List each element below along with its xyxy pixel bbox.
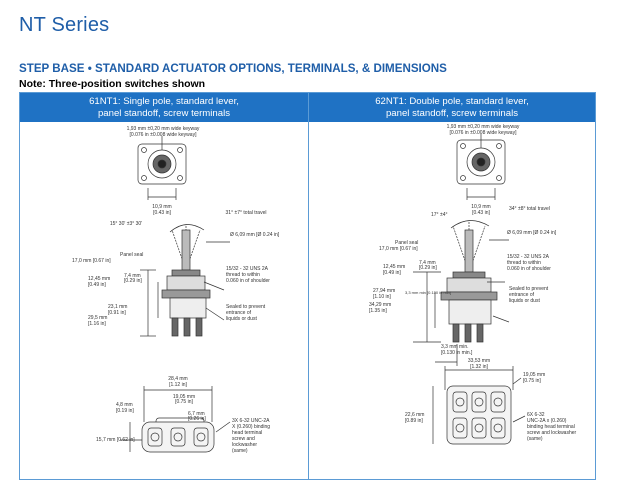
right-h2-in: [0.49 in] <box>383 270 401 276</box>
right-small-mm: 7,4 mm <box>419 260 436 266</box>
page-title: NT Series <box>19 14 110 36</box>
right-travel: 34° ±8° total travel <box>509 206 550 212</box>
column-header-61nt1: 61NT1: Single pole, standard lever, pane… <box>20 93 308 122</box>
right-screw-2: UNC-2A x (0.260) <box>527 418 567 424</box>
left-screw-5: lockwasher <box>232 442 257 448</box>
column-header-62nt1-line1: 62NT1: Double pole, standard lever, <box>375 96 529 107</box>
left-bottom-h-mm: 4,8 mm <box>116 402 133 408</box>
left-thread-2: thread to within <box>226 272 260 278</box>
right-bottom-w-mm: 33,53 mm <box>468 358 490 364</box>
column-header-61nt1-line2: panel standoff, screw terminals <box>97 108 231 119</box>
left-bottom-h-in: [0.19 in] <box>116 408 134 414</box>
left-keyway-2: [0.076 in ±0.008 wide keyway] <box>130 132 198 138</box>
left-small-mm: 7,4 mm <box>124 273 141 279</box>
bottom-view-62nt1 <box>432 366 526 445</box>
right-bottom-h-mm: 22,6 mm <box>405 412 424 418</box>
right-bottom-w-in: [1.32 in] <box>470 364 488 370</box>
right-dia: Ø 6,09 mm [Ø 0.24 in] <box>507 230 557 236</box>
right-screw-3: binding head terminal <box>527 424 575 430</box>
left-bottom-w2-mm: 19,05 mm <box>173 394 195 400</box>
column-header-61nt1-line1: 61NT1: Single pole, standard lever, <box>89 96 239 107</box>
left-thread-3: 0.060 in of shoulder <box>226 278 270 284</box>
right-min-mm: 3,3 mm min. <box>441 344 469 350</box>
left-seal-2: entrance of <box>226 310 252 316</box>
bottom-view-61nt1 <box>120 386 231 453</box>
left-bottom-w-mm: 28,4 mm <box>168 376 187 382</box>
left-top-width-in: [0.43 in] <box>153 210 171 216</box>
left-h3-mm: 23,1 mm <box>108 304 127 310</box>
right-bottom-w2-mm: 19,05 mm <box>523 372 545 378</box>
left-panel-seal: Panel seal <box>120 252 143 258</box>
right-keyway-1: 1,93 mm ±0,20 mm wide keyway <box>447 124 520 130</box>
drawing-61nt1: 1,93 mm ±0,20 mm wide keyway [0.076 in ±… <box>72 126 280 454</box>
right-seal-3: liquids or dust <box>509 298 540 304</box>
left-screw-3: head terminal <box>232 430 262 436</box>
left-bottom-w-in: [1.12 in] <box>169 382 187 388</box>
right-bottom-w2-in: [0.75 in] <box>523 378 541 384</box>
right-bottom-h-in: [0.89 in] <box>405 418 423 424</box>
left-seal-3: liquids or dust <box>226 316 257 322</box>
left-bottom-w2-in: [0.75 in] <box>175 399 193 405</box>
column-header-62nt1: 62NT1: Double pole, standard lever, pane… <box>309 93 595 122</box>
left-dia: Ø 6,09 mm [Ø 0.24 in] <box>230 232 280 238</box>
drawing-62nt1: 1,93 mm ±0,20 mm wide keyway [0.076 in ±… <box>369 124 577 445</box>
left-h3-in: [0.91 in] <box>108 310 126 316</box>
left-angle: 15° 30' ±3° 30' <box>110 221 142 227</box>
left-bottom-p-mm: 6,7 mm <box>188 411 205 417</box>
left-travel: 31° ±7° total travel <box>226 210 267 216</box>
left-h2-in: [0.49 in] <box>88 282 106 288</box>
right-small-in: [0.29 in] <box>419 265 437 271</box>
right-min-in: [0.130 in min.] <box>441 350 473 356</box>
right-screw-1: 6X 6-32 <box>527 412 545 418</box>
left-keyway-1: 1,93 mm ±0,20 mm wide keyway <box>127 126 200 132</box>
right-h3b: 3,3 mm min [0.130 in min] <box>405 290 451 295</box>
right-thread-1: 15/32 - 32 UNS 2A <box>507 254 550 260</box>
right-h4-mm: 34,29 mm <box>369 302 391 308</box>
left-top-width-mm: 10,9 mm <box>152 204 171 210</box>
right-seal-2: entrance of <box>509 292 535 298</box>
side-view-62nt1 <box>413 220 510 366</box>
side-view-61nt1 <box>140 224 230 337</box>
dimension-table: 61NT1: Single pole, standard lever, pane… <box>19 92 596 480</box>
column-header-62nt1-line2: panel standoff, screw terminals <box>385 108 519 119</box>
right-top-width-mm: 10,9 mm <box>471 204 490 210</box>
left-bottom-d: 15,7 mm [0.62 in] <box>96 437 135 443</box>
right-panel-seal: Panel seal <box>395 240 418 246</box>
right-h4-in: [1.35 in] <box>369 308 387 314</box>
left-screw-6: (same) <box>232 448 248 454</box>
right-keyway-2: [0.076 in ±0.008 wide keyway] <box>450 130 518 136</box>
left-h4-in: [1.16 in] <box>88 321 106 327</box>
left-screw-1: 3X 6-32 UNC-2A <box>232 418 270 424</box>
right-h2-mm: 12,45 mm <box>383 264 405 270</box>
top-view-61nt1 <box>137 136 187 200</box>
top-view-62nt1 <box>456 134 506 200</box>
right-h3-in: [1.10 in] <box>373 294 391 300</box>
right-h1: 17,0 mm [0.67 in] <box>379 246 418 252</box>
left-h1: 17,0 mm [0.67 in] <box>72 258 111 264</box>
note: Note: Three-position switches shown <box>19 78 206 90</box>
right-screw-5: (same) <box>527 436 543 442</box>
right-top-width-in: [0.43 in] <box>472 210 490 216</box>
right-angle: 17° ±4° <box>431 212 447 218</box>
left-screw-2: X (0.260) binding <box>232 424 270 430</box>
section-heading: STEP BASE • STANDARD ACTUATOR OPTIONS, T… <box>19 62 447 75</box>
right-thread-3: 0.060 in of shoulder <box>507 266 551 272</box>
right-screw-4: screw and lockwasher <box>527 430 577 436</box>
left-seal-1: Sealed to prevent <box>226 304 266 310</box>
left-h2-mm: 12,45 mm <box>88 276 110 282</box>
left-h4-mm: 29,5 mm <box>88 315 107 321</box>
column-divider <box>308 93 309 479</box>
right-seal-1: Sealed to prevent <box>509 286 549 292</box>
right-h3-mm: 27,94 mm <box>373 288 395 294</box>
left-screw-4: screw and <box>232 436 255 442</box>
left-bottom-p-in: [0.26 in] <box>188 416 206 422</box>
left-thread-1: 15/32 - 32 UNS 2A <box>226 266 269 272</box>
left-small-in: [0.29 in] <box>124 278 142 284</box>
right-thread-2: thread to within <box>507 260 541 266</box>
